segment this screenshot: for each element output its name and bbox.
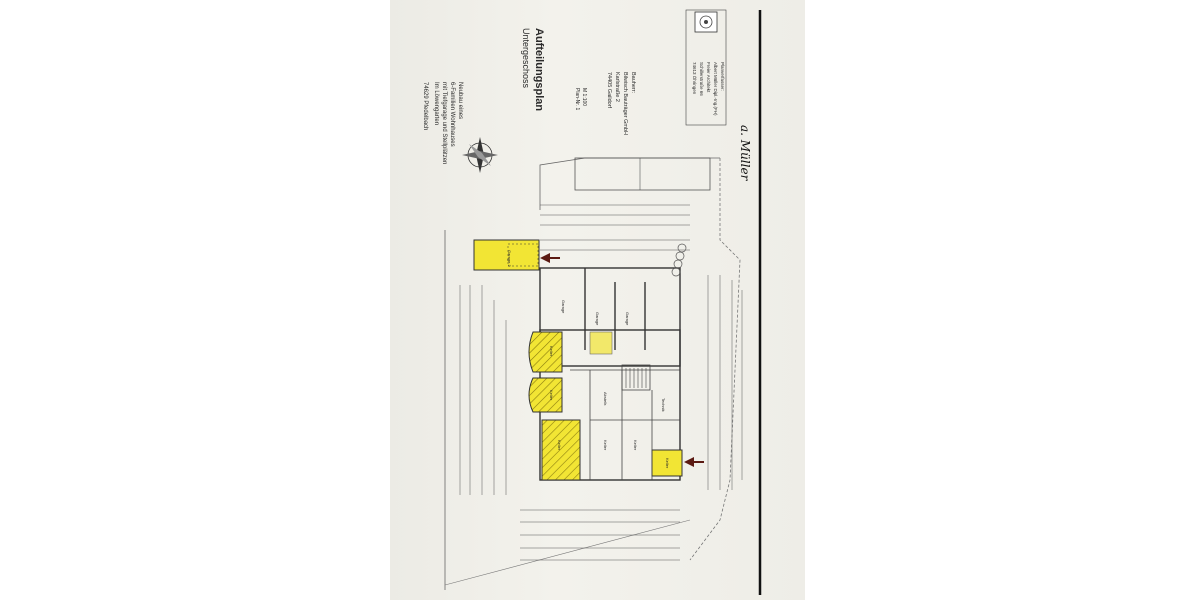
planner-block: Planverfasser: Albert Müller Dipl.-Ing.(… — [691, 62, 726, 116]
logo-stamp-icon — [694, 11, 718, 33]
project-line5: 74629 Pfedelbach — [422, 82, 428, 131]
project-line2: 6-Familien Wohnhauses — [449, 82, 455, 147]
plan-scale-block: M 1:100 Plan-Nr. 1 — [573, 88, 587, 110]
plot-boundary-right — [689, 158, 741, 561]
room-label: Keller — [665, 458, 670, 469]
project-line3: mit Tiefgarage und Stellplätzen — [441, 82, 447, 165]
signature: a. Müller — [738, 125, 752, 181]
highlight-room-3 — [541, 419, 581, 481]
staircase — [625, 368, 647, 388]
planner-office: Freier Architekt — [706, 62, 711, 93]
owner-city: 74405 Gaildorf — [606, 72, 612, 109]
owner-block: Bauherr: Bilwisch Bauträger GmbH Karlstr… — [605, 72, 637, 135]
planner-street: Schillerstraße 66 — [699, 62, 704, 96]
north-arrow-icon — [462, 137, 498, 173]
highlight-garage — [473, 239, 540, 271]
interior-walls — [570, 364, 680, 480]
room-label: Garage — [595, 312, 600, 326]
dimension-lines-bottom — [520, 509, 680, 561]
highlight-room-1 — [528, 331, 563, 373]
room-label: Keller — [603, 440, 608, 451]
planner-box — [685, 9, 727, 126]
project-line4: Im Löwengarten — [433, 82, 439, 126]
plan-number: Plan-Nr. 1 — [574, 88, 580, 111]
highlight-room-4 — [651, 449, 683, 477]
arrow-icon — [684, 457, 704, 467]
room-label: Garage — [561, 300, 566, 314]
plan-title: Aufteilungsplan — [533, 28, 545, 112]
plan-subtitle: Untergeschoss — [521, 28, 531, 89]
plan-sheet: Neubau eines 6-Familien Wohnhauses mit T… — [390, 0, 805, 600]
parking-area — [574, 157, 711, 191]
room-label: Garage — [625, 312, 630, 326]
planner-city: 74613 Öhringen — [692, 62, 697, 95]
arrow-icon — [540, 253, 560, 263]
room-label: Technik — [661, 398, 666, 412]
owner-label: Bauherr: — [630, 72, 636, 94]
room-label: Keller — [549, 346, 554, 357]
planner-label: Planverfasser: — [720, 62, 725, 91]
garage-inner — [507, 243, 539, 267]
owner-company: Bilwisch Bauträger GmbH — [622, 72, 628, 135]
project-line1: Neubau eines — [457, 82, 463, 120]
plot-boundary-top — [539, 157, 720, 210]
plan-scale: M 1:100 — [581, 88, 587, 107]
floor-plan-drawing — [444, 9, 762, 595]
planner-name: Albert Müller Dipl.-Ing.(FH) — [713, 62, 718, 116]
room-label: Keller — [549, 390, 554, 401]
dimension-lines-left — [459, 285, 507, 495]
room-label: Keller — [633, 440, 638, 451]
plot-boundary-bottom — [444, 519, 691, 586]
room-label: Garage 2 — [507, 250, 512, 267]
highlight-room-2 — [528, 377, 563, 413]
highlight-room-5 — [589, 331, 613, 355]
owner-street: Karlstraße 2 — [614, 72, 620, 102]
dimension-lines-top — [540, 204, 690, 251]
project-description: Neubau eines 6-Familien Wohnhauses mit T… — [421, 82, 464, 164]
dimension-lines-right — [707, 275, 743, 490]
room-label: Keller — [557, 440, 562, 451]
hedge — [671, 243, 687, 277]
room-label: Abstellr. — [603, 392, 608, 407]
